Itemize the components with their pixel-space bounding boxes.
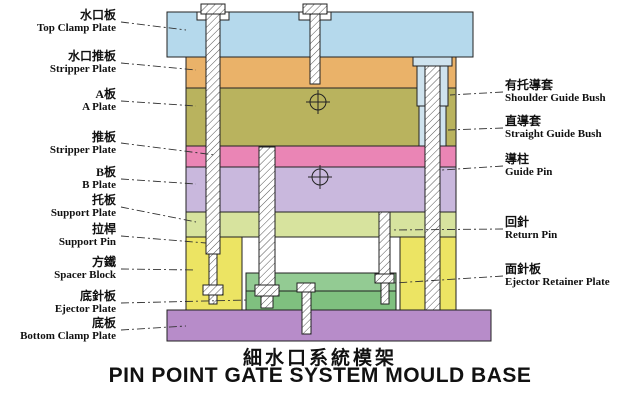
support-pin-cap [200,3,226,15]
support-pin-lower [208,253,218,286]
label-ejector-plate: 底針板 Ejector Plate [55,290,116,316]
label-b-plate: B板 B Plate [82,166,116,192]
label-top-clamp-plate-en: Top Clamp Plate [36,22,116,34]
stripper-plate-pink [185,145,457,168]
plate-stack [166,11,492,342]
support-pin-head [202,284,224,296]
top-screw-shaft [309,13,321,85]
label-a-plate-en: A Plate [82,101,116,113]
label-bottom-clamp-plate: 底板 Bottom Clamp Plate [20,317,116,343]
center-pin [258,146,276,286]
label-stripper-plate-top: 水口推板 Stripper Plate [50,50,116,76]
label-support-pin: 拉桿 Support Pin [59,223,116,249]
label-straight-guide-bush: 直導套 Straight Guide Bush [505,115,602,141]
label-stripper-plate-pink-cn: 推板 [91,130,116,144]
label-ejector-retainer-plate-en: Ejector Retainer Plate [505,276,610,288]
label-support-pin-en: Support Pin [58,236,116,248]
bottom-screw-shaft [301,291,312,335]
title-chinese: 細水口系統模架 [242,348,397,369]
return-pin-screw-shaft [380,282,390,305]
label-guide-pin-cn: 導柱 [505,152,530,166]
label-shoulder-guide-bush-cn: 有托導套 [505,78,554,92]
label-return-pin-en: Return Pin [505,229,558,241]
center-pin-tip [260,295,274,309]
return-pin [378,211,391,275]
return-pin-screw-head [374,273,395,284]
label-stripper-plate-top-cn: 水口推板 [67,49,116,63]
label-ejector-retainer-plate: 面針板 Ejector Retainer Plate [505,263,610,289]
label-spacer-block: 方鐵 Spacer Block [54,256,116,282]
screw-hole-marks [306,90,332,189]
label-ejector-plate-cn: 底針板 [79,289,116,303]
label-straight-guide-bush-cn: 直導套 [505,114,542,128]
support-pin [205,13,221,255]
guide-pin [424,65,441,311]
label-support-plate-en: Support Plate [50,207,116,219]
leader-lines [120,21,504,331]
label-a-plate: A板 A Plate [82,88,116,114]
label-shoulder-guide-bush-en: Shoulder Guide Bush [505,92,606,104]
bottom-clamp-plate [166,309,492,342]
label-ejector-retainer-plate-cn: 面針板 [505,262,542,276]
shoulder-guide-bush-flange [412,56,453,67]
label-support-pin-cn: 拉桿 [91,222,116,236]
label-return-pin: 回針 Return Pin [505,216,557,242]
label-shoulder-guide-bush: 有托導套 Shoulder Guide Bush [505,79,606,105]
a-plate [185,87,457,147]
top-screw-cap [302,3,328,15]
support-plate [185,211,457,238]
center-pin-head [254,284,280,297]
pins-and-screws [200,3,441,335]
support-pin-tip [208,294,218,305]
label-top-clamp-plate: 水口板 Top Clamp Plate [37,9,116,35]
label-a-plate-cn: A板 [95,87,116,101]
label-stripper-plate-top-en: Stripper Plate [49,63,116,75]
label-return-pin-cn: 回針 [505,215,530,229]
label-b-plate-cn: B板 [95,165,116,179]
stripper-plate-top [185,56,457,89]
b-plate [185,166,457,213]
label-stripper-plate-pink: 推板 Stripper Plate [50,131,116,157]
label-bottom-clamp-plate-cn: 底板 [91,316,116,330]
label-stripper-plate-pink-en: Stripper Plate [49,144,116,156]
bottom-screw-head [296,282,316,293]
label-support-plate: 托板 Support Plate [51,194,116,220]
label-bottom-clamp-plate-en: Bottom Clamp Plate [20,330,116,342]
label-spacer-block-cn: 方鐵 [91,255,116,269]
title-english: PIN POINT GATE SYSTEM MOULD BASE [108,364,532,387]
label-guide-pin-en: Guide Pin [505,166,553,178]
label-spacer-block-en: Spacer Block [54,269,116,281]
label-b-plate-en: B Plate [82,179,116,191]
label-top-clamp-plate-cn: 水口板 [79,8,116,22]
label-straight-guide-bush-en: Straight Guide Bush [505,128,602,140]
label-support-plate-cn: 托板 [91,193,116,207]
label-ejector-plate-en: Ejector Plate [54,303,116,315]
label-guide-pin: 導柱 Guide Pin [505,153,552,179]
